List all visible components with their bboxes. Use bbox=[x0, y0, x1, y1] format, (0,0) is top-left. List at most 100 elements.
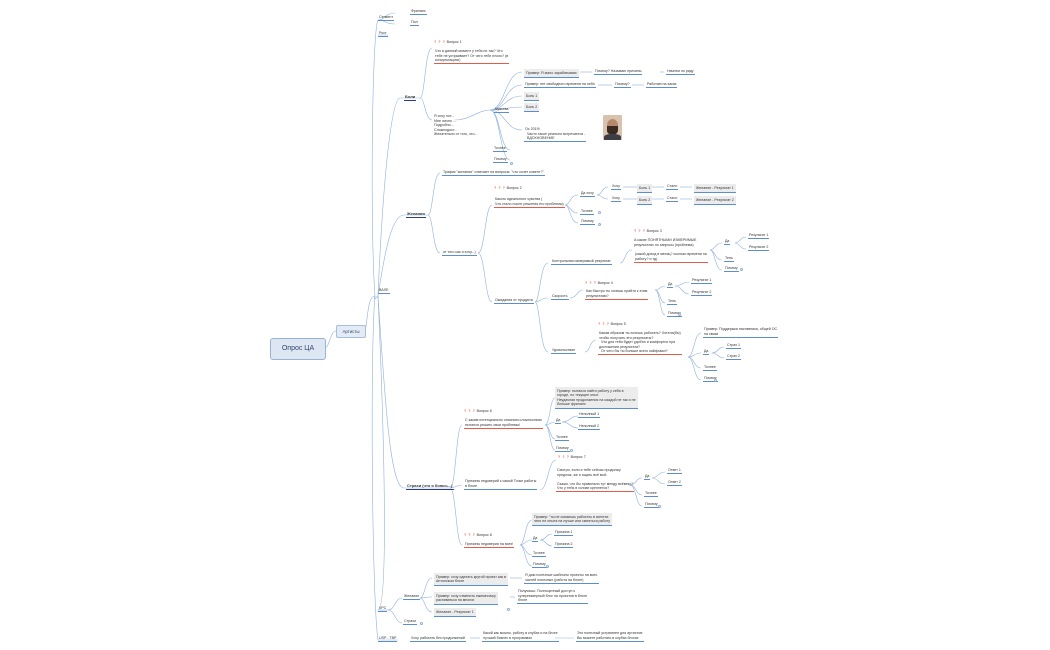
pains-node[interactable]: Боли bbox=[404, 94, 417, 102]
comfort-node[interactable]: Удовольствие bbox=[551, 348, 577, 355]
q4-result-2[interactable]: Результат 2 bbox=[691, 290, 713, 297]
q3-title[interactable]: ? ? ? Вопрос 3 bbox=[634, 229, 662, 234]
bottom-result[interactable]: Желание - Результат 1 bbox=[434, 608, 476, 617]
q8-yes[interactable]: Да bbox=[532, 536, 539, 543]
collapse-toggle[interactable] bbox=[714, 379, 717, 382]
q5-fear-1[interactable]: Страх 1 bbox=[726, 343, 742, 350]
product-expectations-node[interactable]: Ожидания от продукта bbox=[494, 298, 534, 305]
q5-exact[interactable]: Точнее bbox=[703, 365, 717, 372]
q6-example[interactable]: Пример: пытался найти работу у себя в го… bbox=[555, 387, 638, 410]
will-node-2[interactable]: Стало bbox=[666, 196, 679, 203]
q7-answer-1[interactable]: Ответ 1 bbox=[667, 468, 682, 475]
q4-result-1[interactable]: Результат 1 bbox=[691, 278, 713, 285]
collapse-toggle[interactable] bbox=[678, 313, 681, 316]
q6-option-1[interactable]: Неполный 1 bbox=[578, 412, 601, 419]
feelings-node[interactable]: Чувства bbox=[494, 107, 510, 114]
q7-exact[interactable]: Точнее bbox=[644, 491, 658, 498]
collapse-toggle[interactable] bbox=[658, 505, 661, 508]
bottom-reply-b[interactable]: Получишь: Полноценный доступ к суперниме… bbox=[517, 589, 589, 605]
artists-node[interactable]: Артисты bbox=[336, 325, 366, 338]
gender-node[interactable]: Пол bbox=[410, 20, 419, 27]
q4-why[interactable]: Почему bbox=[667, 311, 682, 318]
pain-why-2[interactable]: Почему? bbox=[614, 82, 631, 89]
wishes-intro[interactable]: Трафик "желания" отвечает на вопросы: "ч… bbox=[442, 170, 545, 177]
q4-title[interactable]: ? ? ? Вопрос 4 bbox=[585, 281, 613, 286]
reasons-node[interactable]: Причины недоверий к самой Точке работы в… bbox=[464, 479, 538, 490]
q7-yes[interactable]: Да bbox=[644, 474, 651, 481]
q4-yes[interactable]: Да bbox=[667, 282, 674, 289]
q7-why[interactable]: Почему bbox=[644, 502, 659, 509]
collapse-toggle[interactable] bbox=[598, 211, 601, 214]
q3-result-1[interactable]: Результат 1 bbox=[748, 233, 770, 240]
bottom-example-b[interactable]: Пример: хочу отменить ежемесячку распива… bbox=[434, 592, 498, 606]
q6-why[interactable]: Почему bbox=[555, 446, 570, 453]
collapse-toggle[interactable] bbox=[546, 565, 549, 568]
q5-why[interactable]: Почему bbox=[703, 376, 718, 383]
bottom-fear-node[interactable]: Страхи bbox=[403, 619, 418, 626]
bottom-want-node[interactable]: Желание bbox=[403, 594, 421, 601]
q8-example[interactable]: Пример: "ты не сможешь работать в агента… bbox=[532, 513, 612, 527]
q5-yes[interactable]: Да bbox=[703, 349, 710, 356]
wish-result-2[interactable]: Желание - Результат 2 bbox=[694, 196, 736, 205]
collapse-toggle[interactable] bbox=[740, 268, 743, 271]
want-node-1[interactable]: Хочу bbox=[611, 184, 621, 191]
pain-1-node[interactable]: Боль 1 bbox=[524, 92, 540, 101]
collapse-toggle[interactable] bbox=[570, 449, 573, 452]
q6-option-2[interactable]: Неполный 2 bbox=[578, 424, 601, 431]
q7-answer-2[interactable]: Ответ 2 bbox=[667, 480, 682, 487]
q5-text[interactable]: Каким образом ты хочешь работать? Хотела… bbox=[598, 331, 682, 356]
q3-text[interactable]: А какие ПОНЯТНЫМИ ИЗМЕРИМЫЕ результатах … bbox=[634, 238, 697, 247]
wish-pain-1[interactable]: Боль 1 bbox=[637, 184, 653, 193]
root-node[interactable]: Опрос ЦА bbox=[270, 338, 326, 360]
q5-title[interactable]: ? ? ? Вопрос 5 bbox=[598, 322, 626, 327]
will-node-1[interactable]: Стало bbox=[666, 184, 679, 191]
wishes-node[interactable]: Желания bbox=[406, 211, 426, 219]
q3-why[interactable]: Почему bbox=[724, 266, 739, 273]
segment-node[interactable]: Сегмент bbox=[378, 15, 395, 22]
q5-example[interactable]: Пример: Поддержка наставника, общей ОС н… bbox=[703, 327, 779, 338]
pain-answer-2[interactable]: Работаю на заказ bbox=[646, 82, 678, 89]
pains-side-note[interactable]: Я хочу нот... Мне лично ... Подробно... … bbox=[434, 114, 478, 137]
pain-2-node[interactable]: Боль 2 bbox=[524, 103, 540, 112]
q6-title[interactable]: ? ? ? Вопрос 6 bbox=[464, 409, 492, 414]
pain-example-2[interactable]: Пример: нет свободного времени на себя bbox=[524, 82, 596, 89]
speed-node[interactable]: Скорость bbox=[551, 294, 569, 301]
wish-pain-2[interactable]: Боль 2 bbox=[637, 196, 653, 205]
usp-node[interactable]: USP - TBP bbox=[378, 636, 398, 643]
q6-exact[interactable]: Точнее bbox=[555, 435, 569, 442]
wishes-from[interactable]: от того как я хочу...) bbox=[442, 250, 477, 257]
q7-title[interactable]: ? ? ? Вопрос 7 bbox=[558, 455, 586, 460]
wish-exact[interactable]: Точнее bbox=[580, 209, 594, 216]
freelance-node[interactable]: Фриланс bbox=[410, 9, 427, 16]
collapse-toggle[interactable] bbox=[420, 622, 423, 625]
q2-title[interactable]: ? ? ? Вопрос 2 bbox=[494, 186, 522, 191]
age-node[interactable]: Рост bbox=[378, 31, 388, 38]
q7-text[interactable]: Смотри, если я тебе сейчас продолжу пред… bbox=[556, 468, 634, 493]
wish-why[interactable]: Почему bbox=[580, 219, 595, 226]
collapse-toggle[interactable] bbox=[507, 608, 510, 611]
collapse-toggle[interactable] bbox=[598, 223, 601, 226]
q3-result-2[interactable]: Результат 2 bbox=[748, 245, 770, 252]
pain-example-1[interactable]: Пример: Я мало зарабатываю bbox=[524, 69, 579, 78]
collapse-toggle[interactable] bbox=[510, 162, 513, 165]
q1-title[interactable]: ? ? ? Вопрос 1 bbox=[434, 40, 462, 45]
pain-why-1[interactable]: Почему? Называю причины bbox=[594, 69, 643, 76]
want-node-2[interactable]: Хочу bbox=[611, 196, 621, 203]
q8-why[interactable]: Почему bbox=[532, 562, 547, 569]
wish-result-1[interactable]: Желание - Результат 1 bbox=[694, 184, 736, 193]
q8-exact[interactable]: Точнее bbox=[532, 551, 546, 558]
vpc-node[interactable]: VPC bbox=[378, 606, 388, 613]
q6-yes[interactable]: Да bbox=[555, 418, 562, 425]
vipe-node[interactable]: ВАЛЕ bbox=[378, 288, 390, 295]
q3-subtext[interactable]: (какой доход в месяц? сколько времени на… bbox=[634, 252, 708, 263]
q5-fear-2[interactable]: Страх 2 bbox=[726, 354, 742, 361]
yes-want-node[interactable]: Да хочу bbox=[580, 191, 595, 198]
q4-text[interactable]: Как быстро ты хочешь прийти к этим резул… bbox=[585, 289, 649, 300]
q3-yes[interactable]: Да bbox=[724, 239, 731, 246]
q2-text[interactable]: Какого идеального чувства ( Что стало по… bbox=[494, 197, 565, 208]
usp-text[interactable]: Хочу работать без продолжений bbox=[410, 636, 466, 643]
pain-answer-1[interactable]: Начнем по ряду bbox=[666, 69, 695, 76]
usp-right[interactable]: Это полезный устремлен для артистов: Вы … bbox=[576, 631, 645, 642]
control-result-node[interactable]: Контрольная измеримый результат bbox=[551, 259, 612, 266]
bottom-example-a[interactable]: Пример: хочу сделать крутой проект как в… bbox=[434, 573, 508, 587]
